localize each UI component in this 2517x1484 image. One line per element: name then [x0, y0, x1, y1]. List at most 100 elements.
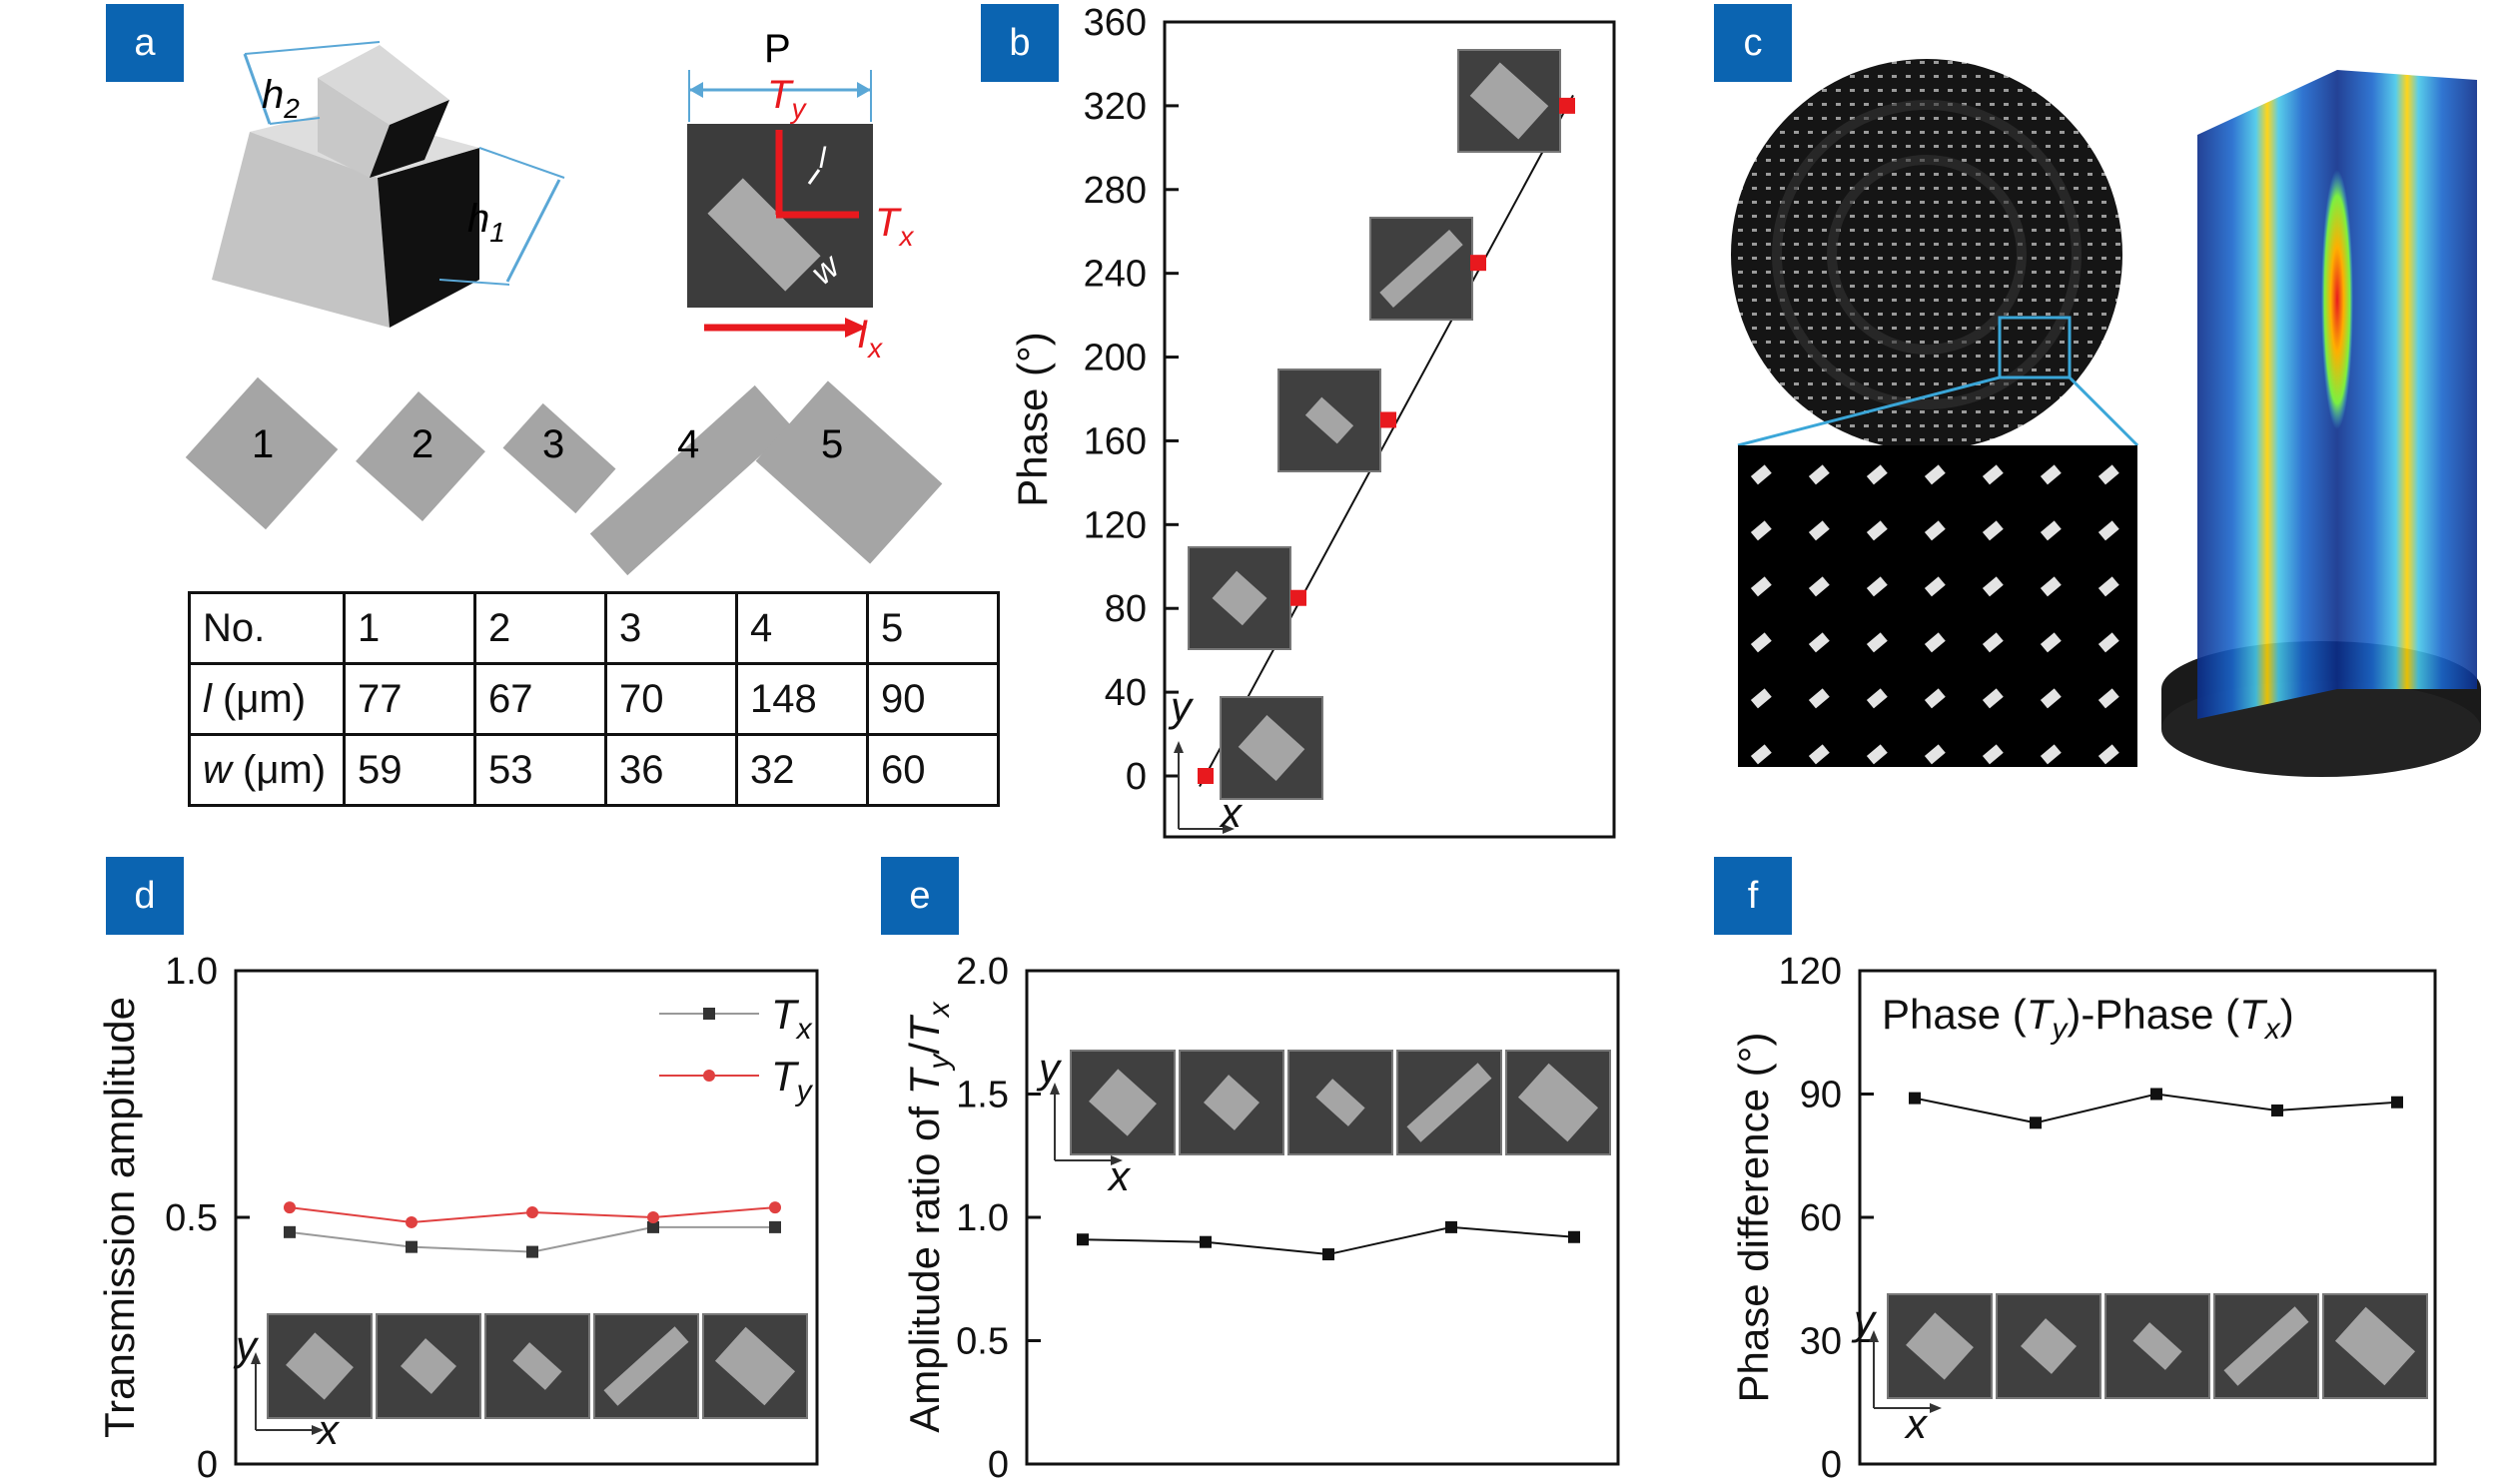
y-tick-label-e: 0.5	[956, 1321, 1009, 1363]
data-point-f	[2271, 1104, 2283, 1116]
table-cell: 1	[343, 591, 476, 665]
pillar-tile-shape	[512, 1342, 562, 1390]
table-cell: l (μm)	[188, 662, 346, 736]
fit-line-b	[1199, 94, 1574, 787]
inset-pillar-d	[267, 1313, 373, 1419]
data-point-e	[1322, 1248, 1334, 1261]
table-cell: 70	[604, 662, 738, 736]
pillar-tile-shape	[2132, 1322, 2182, 1370]
inset-pillar-b	[1277, 369, 1381, 472]
data-point-d	[647, 1220, 659, 1233]
mini-axes-f	[1869, 1330, 1942, 1413]
plot-frame-b	[1163, 20, 1616, 839]
data-point-b	[1198, 768, 1214, 784]
data-point-d	[284, 1201, 296, 1214]
table-cell: 5	[866, 591, 1000, 665]
dimension-table: No. 1 2 3 4 5 l (μm) 77 67 70 148 90 w (…	[188, 591, 1000, 807]
inset-pillar-f	[2322, 1293, 2428, 1399]
y-tick-label-f: 90	[1800, 1075, 1842, 1116]
inset-pillar-e	[1505, 1050, 1611, 1155]
y-tick-label-b: 360	[1084, 2, 1147, 44]
data-point-d	[526, 1245, 538, 1258]
y-tick-label-d: 0.5	[165, 1197, 218, 1239]
data-point-b	[1290, 589, 1306, 606]
table-row: w (μm) 59 53 36 32 60	[188, 733, 1000, 807]
table-cell: 53	[473, 733, 607, 807]
data-point-f	[2150, 1088, 2162, 1101]
inset-pillar-d	[376, 1313, 481, 1419]
pillar-tile-shape	[603, 1326, 689, 1406]
pillar-tile-shape	[1089, 1069, 1157, 1136]
pillar-tile-shape	[2021, 1318, 2077, 1374]
inset-pillar-f	[1887, 1293, 1993, 1399]
mini-arrow	[1869, 1330, 1879, 1342]
inset-pillar-e	[1070, 1050, 1176, 1155]
data-point-f	[1909, 1092, 1921, 1105]
mini-axes-e	[1050, 1083, 1123, 1165]
table-row: No. 1 2 3 4 5	[188, 591, 1000, 665]
y-tick-label-e: 1.5	[956, 1075, 1009, 1116]
mini-arrow	[312, 1425, 324, 1435]
table-cell: 77	[343, 662, 476, 736]
mini-x-label-b: x	[1219, 789, 1244, 836]
pillar-tile-shape	[1379, 230, 1463, 308]
table-cell: 36	[604, 733, 738, 807]
inset-pillar-b	[1220, 696, 1323, 800]
mini-y-label-e: y	[1036, 1045, 1063, 1092]
y-tick-label-b: 320	[1084, 86, 1147, 128]
y-tick-label-b: 0	[1126, 756, 1147, 798]
y-tick-label-b: 240	[1084, 254, 1147, 296]
table-cell: 4	[735, 591, 869, 665]
y-tick-label-b: 40	[1105, 672, 1147, 714]
mini-arrow	[1050, 1083, 1060, 1095]
data-point-f	[2391, 1096, 2403, 1109]
inset-pillar-e	[1396, 1050, 1502, 1155]
y-tick-label-b: 200	[1084, 338, 1147, 379]
pillar-tile-shape	[1315, 1079, 1365, 1126]
y-axis-label-e: Amplitude ratio of Ty/Tx	[901, 1001, 956, 1433]
mini-arrow	[1111, 1155, 1123, 1165]
pillar-tile-shape	[401, 1338, 456, 1394]
table-cell: w (μm)	[188, 733, 346, 807]
mini-x-label-e: x	[1107, 1152, 1132, 1199]
mini-x-label-f: x	[1904, 1400, 1929, 1447]
data-point-b	[1559, 97, 1575, 114]
pillar-tile-shape	[1212, 570, 1267, 626]
legend-marker-ty	[703, 1070, 715, 1082]
y-tick-label-b: 80	[1105, 588, 1147, 630]
inset-pillar-f	[2213, 1293, 2319, 1399]
inset-pillar-d	[593, 1313, 699, 1419]
mini-y-label-d: y	[233, 1322, 260, 1369]
table-cell: 148	[735, 662, 869, 736]
pillar-tile-shape	[1906, 1312, 1974, 1380]
pillar-tile-shape	[1469, 62, 1549, 140]
mini-y-label-f: y	[1851, 1296, 1878, 1343]
panel-label-e: e	[881, 857, 959, 935]
data-point-d	[284, 1225, 296, 1238]
table-cell: 90	[866, 662, 1000, 736]
pillar-tile-shape	[2334, 1306, 2416, 1386]
pillar-tile-shape	[1204, 1075, 1259, 1130]
data-point-e	[1077, 1233, 1089, 1246]
inset-pillar-e	[1287, 1050, 1393, 1155]
mini-arrow	[1223, 824, 1235, 834]
mini-axes-d	[251, 1352, 324, 1435]
panel-label-b: b	[981, 4, 1059, 82]
y-tick-label-b: 280	[1084, 170, 1147, 212]
data-point-d	[406, 1215, 418, 1228]
data-point-e	[1200, 1235, 1212, 1248]
mini-axes-b	[1174, 741, 1235, 834]
mini-x-label-d: x	[316, 1406, 341, 1453]
mini-arrow	[251, 1352, 261, 1364]
data-point-d	[526, 1206, 538, 1219]
pillar-tile-shape	[1304, 396, 1354, 444]
y-axis-label-b: Phase (°)	[1009, 332, 1056, 507]
y-tick-label-b: 160	[1084, 420, 1147, 462]
data-point-e	[1568, 1230, 1580, 1243]
table-cell: 32	[735, 733, 869, 807]
y-tick-label-d: 0	[197, 1444, 218, 1484]
y-tick-label-e: 0	[988, 1444, 1009, 1484]
data-point-d	[769, 1201, 781, 1214]
pillar-tile-bg	[1887, 1293, 1993, 1399]
